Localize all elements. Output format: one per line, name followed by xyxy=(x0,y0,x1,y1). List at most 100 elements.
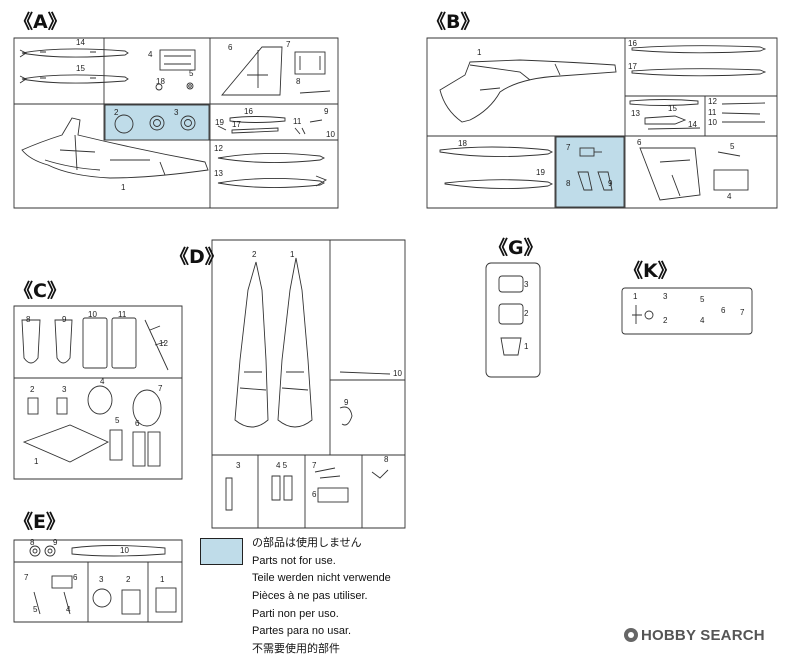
part-number-c-4: 4 xyxy=(100,377,105,386)
part-number-k-2: 2 xyxy=(663,316,668,325)
part-number-d-8: 8 xyxy=(384,455,389,464)
sprue-a-unused-area xyxy=(104,104,210,141)
part-number-c-1: 1 xyxy=(34,457,39,466)
part-number-e-5: 5 xyxy=(33,605,38,614)
part-number-k-3: 3 xyxy=(663,292,668,301)
sprue-e-frame xyxy=(13,539,183,623)
part-number-c-5: 5 xyxy=(115,416,120,425)
part-number-b-14: 14 xyxy=(688,120,697,129)
part-number-d-4-5: 4 5 xyxy=(276,461,288,470)
part-number-a-13: 13 xyxy=(214,169,223,178)
part-number-d-6: 6 xyxy=(312,490,317,499)
legend-line-zh: 不需要使用的部件 xyxy=(252,643,340,656)
part-number-b-6: 6 xyxy=(637,138,642,147)
fuselage-upper-halves-drawing xyxy=(234,261,269,428)
legend-line-de: Teile werden nicht verwende xyxy=(252,572,391,585)
part-number-b-13: 13 xyxy=(631,109,640,118)
part-number-b-9: 9 xyxy=(608,179,613,188)
sprue-b xyxy=(426,37,778,209)
part-number-a-7: 7 xyxy=(286,40,291,49)
part-number-b-4: 4 xyxy=(727,192,732,201)
watermark: HOBBY SEARCH xyxy=(624,627,765,644)
part-number-b-11: 11 xyxy=(708,108,717,117)
sprue-label-a: 《A》 xyxy=(14,11,67,33)
part-number-a-8: 8 xyxy=(296,77,301,86)
part-number-c-10: 10 xyxy=(88,310,97,319)
part-number-b-12: 12 xyxy=(708,97,717,106)
part-number-b-1: 1 xyxy=(477,48,482,57)
part-number-d-1: 1 xyxy=(290,250,295,259)
part-number-a-3: 3 xyxy=(174,108,179,117)
part-number-a-12: 12 xyxy=(214,144,223,153)
legend-line-it: Parti non per uso. xyxy=(252,607,339,620)
part-number-c-6: 6 xyxy=(135,419,140,428)
unused-parts-legend-swatch xyxy=(200,538,243,565)
part-number-a-2: 2 xyxy=(114,108,119,117)
unused-parts-legend: の部品は使用しません Parts not for use. Teile werd… xyxy=(252,535,391,659)
sprue-c-frame xyxy=(13,305,183,480)
sprue-k-frame xyxy=(621,287,753,335)
part-number-a-14: 14 xyxy=(76,38,85,47)
part-number-a-1: 1 xyxy=(121,183,126,192)
sprue-label-d: 《D》 xyxy=(170,246,224,268)
sprue-label-b: 《B》 xyxy=(427,11,480,33)
part-number-g-1: 1 xyxy=(524,342,529,351)
fuselage-half-drawing xyxy=(21,117,209,179)
part-number-e-10: 10 xyxy=(120,546,129,555)
legend-line-es: Partes para no usar. xyxy=(252,625,352,638)
part-number-c-2: 2 xyxy=(30,385,35,394)
part-number-e-2: 2 xyxy=(126,575,131,584)
sprue-d xyxy=(211,239,406,529)
part-number-e-7: 7 xyxy=(24,573,29,582)
sprue-c xyxy=(13,305,183,480)
part-number-b-10: 10 xyxy=(708,118,717,127)
part-number-k-6: 6 xyxy=(721,306,726,315)
part-number-b-7: 7 xyxy=(566,143,571,152)
legend-line-fr: Pièces à ne pas utiliser. xyxy=(252,590,368,603)
part-number-e-8: 8 xyxy=(30,538,35,547)
sprue-e xyxy=(13,539,183,623)
part-number-a-11: 11 xyxy=(293,117,302,126)
part-number-a-16: 16 xyxy=(244,107,253,116)
part-number-e-1: 1 xyxy=(160,575,165,584)
part-number-c-3: 3 xyxy=(62,385,67,394)
part-number-c-8: 8 xyxy=(26,315,31,324)
sprue-label-k: 《K》 xyxy=(624,260,677,282)
part-number-b-5: 5 xyxy=(730,142,735,151)
part-number-e-3: 3 xyxy=(99,575,104,584)
part-number-b-19: 19 xyxy=(536,168,545,177)
sprue-a xyxy=(13,37,339,209)
sprue-g-frame xyxy=(485,262,541,378)
part-number-a-19: 19 xyxy=(215,118,224,127)
part-number-e-9: 9 xyxy=(53,538,58,547)
part-number-b-15: 15 xyxy=(668,104,677,113)
sprue-label-e: 《E》 xyxy=(14,511,65,533)
part-number-c-12: 12 xyxy=(159,339,168,348)
sprue-k xyxy=(621,287,753,335)
legend-line-ja: の部品は使用しません xyxy=(252,537,362,549)
sprue-g xyxy=(485,262,541,378)
sprue-b-unused-area xyxy=(555,136,625,208)
part-number-k-4: 4 xyxy=(700,316,705,325)
part-number-k-7: 7 xyxy=(740,308,745,317)
part-number-d-2: 2 xyxy=(252,250,257,259)
part-number-a-9: 9 xyxy=(324,107,329,116)
part-number-a-5: 5 xyxy=(189,69,194,78)
part-number-c-7: 7 xyxy=(158,384,163,393)
hobby-search-logo-icon xyxy=(624,628,638,642)
part-number-d-10: 10 xyxy=(393,369,402,378)
part-number-a-6: 6 xyxy=(228,43,233,52)
sprue-d-frame xyxy=(211,239,406,529)
part-number-d-3: 3 xyxy=(236,461,241,470)
part-number-b-16: 16 xyxy=(628,39,637,48)
part-number-a-15: 15 xyxy=(76,64,85,73)
part-number-b-8: 8 xyxy=(566,179,571,188)
part-number-g-3: 3 xyxy=(524,280,529,289)
sprue-label-g: 《G》 xyxy=(489,237,543,259)
part-number-a-17: 17 xyxy=(232,120,241,129)
part-number-d-7: 7 xyxy=(312,461,317,470)
part-number-a-10: 10 xyxy=(326,130,335,139)
part-number-c-9: 9 xyxy=(62,315,67,324)
